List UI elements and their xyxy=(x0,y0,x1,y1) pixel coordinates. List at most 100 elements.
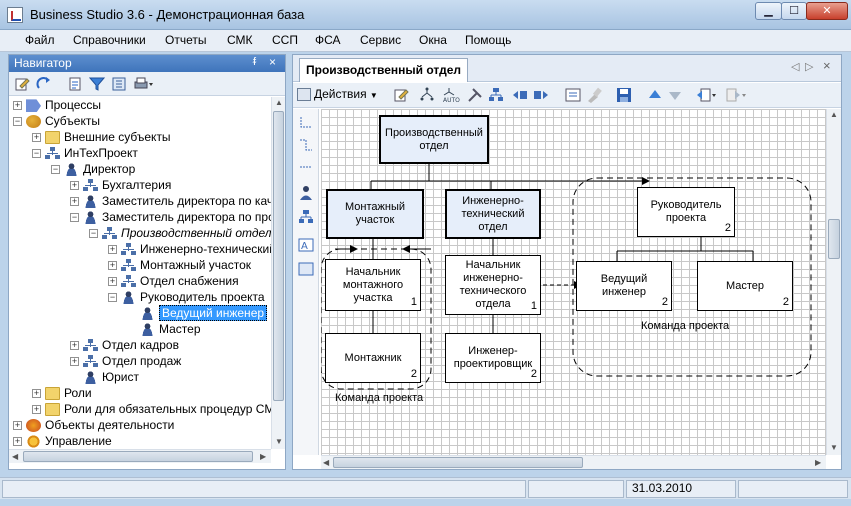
tree-item-processes[interactable]: +Процессы xyxy=(13,97,101,113)
navigator-vertical-scrollbar[interactable]: ▲ ▼ xyxy=(271,97,285,449)
tree-item-intechproekt[interactable]: −ИнТехПроект xyxy=(32,145,138,161)
layout-icon[interactable] xyxy=(419,87,435,103)
collapse-icon[interactable]: − xyxy=(108,292,117,303)
tab-production-dept[interactable]: Производственный отдел xyxy=(299,58,469,82)
expand-icon[interactable]: + xyxy=(13,100,22,111)
tree-item-director[interactable]: −Директор xyxy=(51,161,135,177)
expand-icon[interactable]: + xyxy=(70,340,79,351)
menu-reports[interactable]: Отчеты xyxy=(165,33,207,47)
scroll-thumb[interactable] xyxy=(23,451,253,462)
expand-icon[interactable]: + xyxy=(108,276,117,287)
print-icon[interactable] xyxy=(132,76,154,92)
expand-icon[interactable]: + xyxy=(32,404,41,415)
scroll-right-icon[interactable]: ▶ xyxy=(815,458,822,467)
scroll-left-icon[interactable]: ◀ xyxy=(323,458,330,467)
text-icon[interactable]: A xyxy=(298,237,314,253)
format-brush-icon[interactable] xyxy=(586,87,602,103)
tree-item-accounting[interactable]: +Бухгалтерия xyxy=(70,177,171,193)
collapse-icon[interactable]: − xyxy=(13,116,22,127)
tree-item-roles[interactable]: +Роли xyxy=(32,385,92,401)
expand-icon[interactable]: + xyxy=(32,132,41,143)
tree-item-deputy-production[interactable]: −Заместитель директора по прои xyxy=(70,209,271,225)
tree-item-management[interactable]: +Управление xyxy=(13,433,112,449)
tab-prev-icon[interactable]: ◁ xyxy=(791,61,800,73)
scroll-down-icon[interactable]: ▼ xyxy=(275,437,283,446)
redo-icon[interactable] xyxy=(725,87,747,103)
org-unit-icon[interactable] xyxy=(298,209,314,225)
tree-item-deputy-quality[interactable]: +Заместитель директора по каче xyxy=(70,193,271,209)
tree-item-activity-objects[interactable]: +Объекты деятельности xyxy=(13,417,174,433)
expand-icon[interactable]: + xyxy=(70,356,79,367)
connector-straight-icon[interactable] xyxy=(298,159,314,175)
tree-item-subjects[interactable]: −Субъекты xyxy=(13,113,100,129)
expand-icon[interactable]: + xyxy=(108,260,117,271)
box-montage-site[interactable]: Монтажный участок xyxy=(326,189,424,239)
rectangle-icon[interactable] xyxy=(298,261,314,277)
properties-icon[interactable] xyxy=(67,76,83,92)
menu-smk[interactable]: СМК xyxy=(227,33,253,47)
diagram-canvas[interactable]: Производственный отдел Монтажный участок… xyxy=(321,109,826,455)
box-engineering-dept[interactable]: Инженерно-технический отдел xyxy=(445,189,541,239)
save-icon[interactable] xyxy=(616,87,632,103)
tree-item-lawyer[interactable]: Юрист xyxy=(83,369,139,385)
scroll-right-icon[interactable]: ▶ xyxy=(260,452,267,461)
menu-help[interactable]: Помощь xyxy=(465,33,512,47)
minimize-button[interactable]: ▁ xyxy=(755,2,782,20)
tree-item-master[interactable]: Мастер xyxy=(140,321,201,337)
connector-elbow-icon[interactable] xyxy=(298,115,314,131)
menu-references[interactable]: Справочники xyxy=(73,33,146,47)
tree-item-sales[interactable]: +Отдел продаж xyxy=(70,353,181,369)
tree-item-hr[interactable]: +Отдел кадров xyxy=(70,337,179,353)
expand-icon[interactable]: + xyxy=(108,244,117,255)
menu-windows[interactable]: Окна xyxy=(419,33,447,47)
scroll-thumb[interactable] xyxy=(828,219,840,259)
box-production-dept[interactable]: Производственный отдел xyxy=(379,115,489,164)
expand-icon[interactable]: + xyxy=(32,388,41,399)
menu-file[interactable]: Файл xyxy=(25,33,55,47)
tab-next-icon[interactable]: ▷ xyxy=(805,61,814,73)
pin-icon[interactable]: ᵮ xyxy=(253,56,257,68)
menu-ssp[interactable]: ССП xyxy=(272,33,298,47)
close-button[interactable]: ✕ xyxy=(806,2,848,20)
canvas-vertical-scrollbar[interactable]: ▲ ▼ xyxy=(826,109,841,455)
navigator-horizontal-scrollbar[interactable]: ◀ ▶ xyxy=(9,449,271,463)
tree-item-roles-smk[interactable]: +Роли для обязательных процедур СМК xyxy=(32,401,271,417)
refresh-icon[interactable] xyxy=(36,76,52,92)
menu-fsa[interactable]: ФСА xyxy=(315,33,341,47)
tree-item-lead-engineer[interactable]: Ведущий инженер xyxy=(140,305,268,321)
expand-icon[interactable]: + xyxy=(13,436,22,447)
text-box-icon[interactable] xyxy=(565,87,581,103)
auto-layout-icon[interactable]: AUTO xyxy=(441,87,461,103)
expand-icon[interactable]: + xyxy=(70,180,79,191)
tree-item-montage-site[interactable]: +Монтажный участок xyxy=(108,257,251,273)
tree-settings-icon[interactable] xyxy=(111,76,127,92)
collapse-icon[interactable]: − xyxy=(32,148,41,159)
expand-icon[interactable]: + xyxy=(13,420,22,431)
scroll-down-icon[interactable]: ▼ xyxy=(830,443,838,452)
collapse-icon[interactable]: − xyxy=(70,212,79,223)
collapse-icon[interactable]: − xyxy=(89,228,98,239)
tree-item-external-subjects[interactable]: +Внешние субъекты xyxy=(32,129,171,145)
scroll-thumb[interactable] xyxy=(273,111,284,401)
tree-item-engineering[interactable]: +Инженерно-технический xyxy=(108,241,271,257)
scroll-up-icon[interactable]: ▲ xyxy=(275,98,283,107)
tab-close-icon[interactable]: × xyxy=(823,58,831,73)
move-right-icon[interactable] xyxy=(533,87,549,103)
edit-icon[interactable] xyxy=(14,76,30,92)
tools-icon[interactable] xyxy=(467,87,483,103)
menu-service[interactable]: Сервис xyxy=(360,33,402,47)
undo-icon[interactable] xyxy=(695,87,717,103)
tree-item-supply[interactable]: +Отдел снабжения xyxy=(108,273,239,289)
arrow-down-icon[interactable] xyxy=(667,87,683,103)
tree-item-production-dept[interactable]: −Производственный отдел xyxy=(89,225,271,241)
org-chart-icon[interactable] xyxy=(488,87,504,103)
maximize-button[interactable]: ☐ xyxy=(781,2,807,20)
scroll-thumb[interactable] xyxy=(333,457,583,468)
